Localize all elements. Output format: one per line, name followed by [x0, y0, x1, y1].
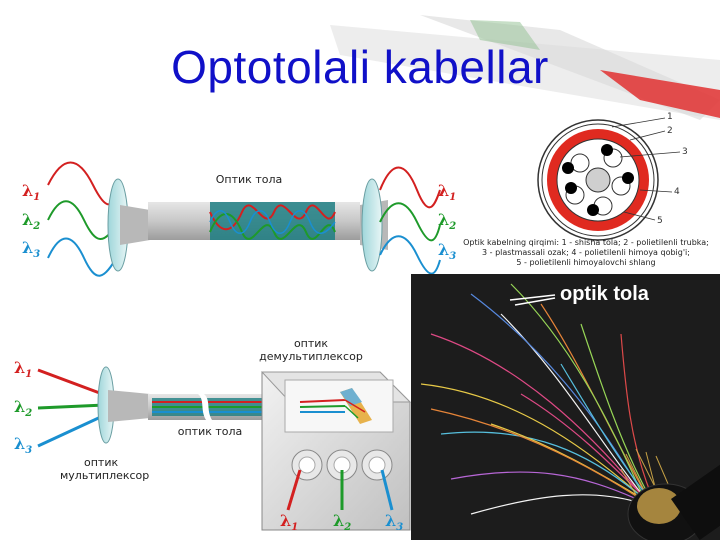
demux-lambda-2: λ2 [333, 511, 352, 534]
cable-cross-section [537, 117, 681, 241]
fiber-bundle-illustration [411, 274, 720, 540]
cross-section-number-5: 5 [657, 216, 663, 226]
demux-label: оптик демультиплексор [259, 337, 363, 363]
demux-lambda-3: λ3 [385, 511, 404, 534]
cross-section-caption: Optik kabelning qirqimi: 1 - shisha tola… [463, 238, 709, 267]
top-lambda-2-left: λ2 [22, 210, 41, 233]
cross-section-number-4: 4 [674, 187, 680, 197]
top-input-waves [47, 161, 119, 277]
photo-label: optik tola [560, 283, 649, 305]
top-lambda-1-right: λ1 [438, 181, 457, 204]
demux-box [260, 371, 412, 531]
top-output-waves [379, 166, 441, 275]
top-lambda-3-left: λ3 [22, 238, 41, 261]
slide-title: Optotolali kabellar [171, 41, 549, 93]
top-lambda-2-right: λ2 [438, 210, 457, 233]
cross-section-number-3: 3 [682, 147, 688, 157]
demux-output-beams [286, 469, 394, 511]
mux-lambda-1: λ1 [14, 358, 33, 381]
bottom-fiber-label: оптик тола [177, 425, 243, 438]
demux-lambda-1: λ1 [280, 511, 299, 534]
top-lambda-3-right: λ3 [438, 240, 457, 263]
mux-input-beams [37, 368, 106, 448]
cross-section-number-2: 2 [667, 126, 673, 136]
top-inner-waves [209, 204, 336, 240]
decorative-streaks [330, 15, 720, 120]
mux-lambda-2: λ2 [14, 397, 33, 420]
top-fiber-label: Оптик тола [215, 173, 283, 186]
cross-section-number-1: 1 [667, 112, 673, 122]
fiber-bundle-photo [411, 274, 720, 540]
top-right-lens [361, 178, 383, 272]
mux-lambda-3: λ3 [14, 434, 33, 457]
top-lambda-1-left: λ1 [22, 181, 41, 204]
mux-label: оптик мультиплексор [60, 456, 150, 482]
